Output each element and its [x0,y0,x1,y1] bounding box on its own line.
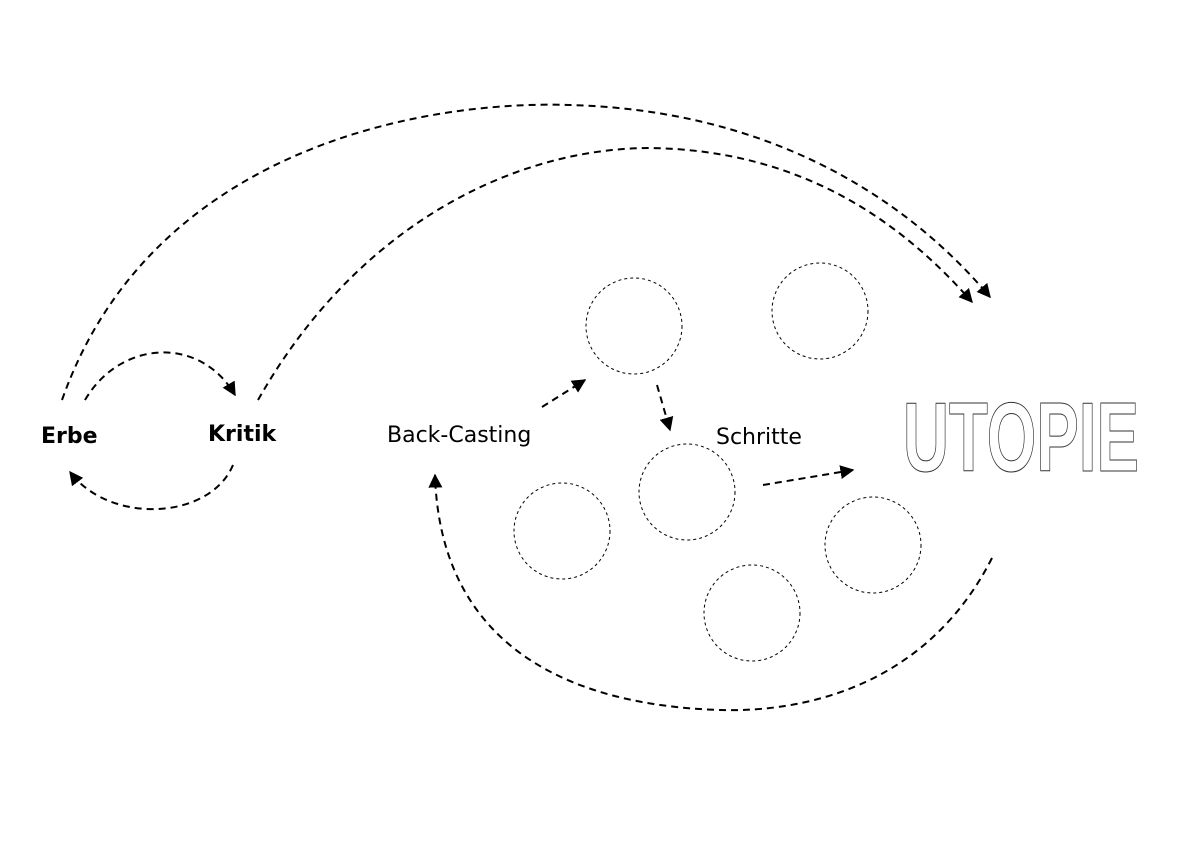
arrow-schritte-to-utopie [762,465,855,486]
arc-erbe-to-utopie [61,103,991,401]
label-erbe: Erbe [41,424,98,449]
label-utopie: UTOPIE [903,382,1139,492]
step-circle [638,443,736,541]
label-schritte: Schritte [716,425,802,450]
arrow-backcasting-to-step [541,379,587,408]
arc-utopie-to-backcasting [428,473,993,712]
label-back-casting: Back-Casting [387,423,531,448]
step-circle [824,496,922,594]
step-circle [585,277,683,375]
arrow-step-to-step [656,384,674,432]
step-circle [703,564,801,662]
step-circle [771,262,869,360]
arc-kritik-to-utopie [257,146,973,401]
arrow-erbe-to-kritik [84,351,236,401]
arrow-kritik-to-erbe [69,464,234,510]
step-circle [513,482,611,580]
label-kritik: Kritik [208,422,277,447]
